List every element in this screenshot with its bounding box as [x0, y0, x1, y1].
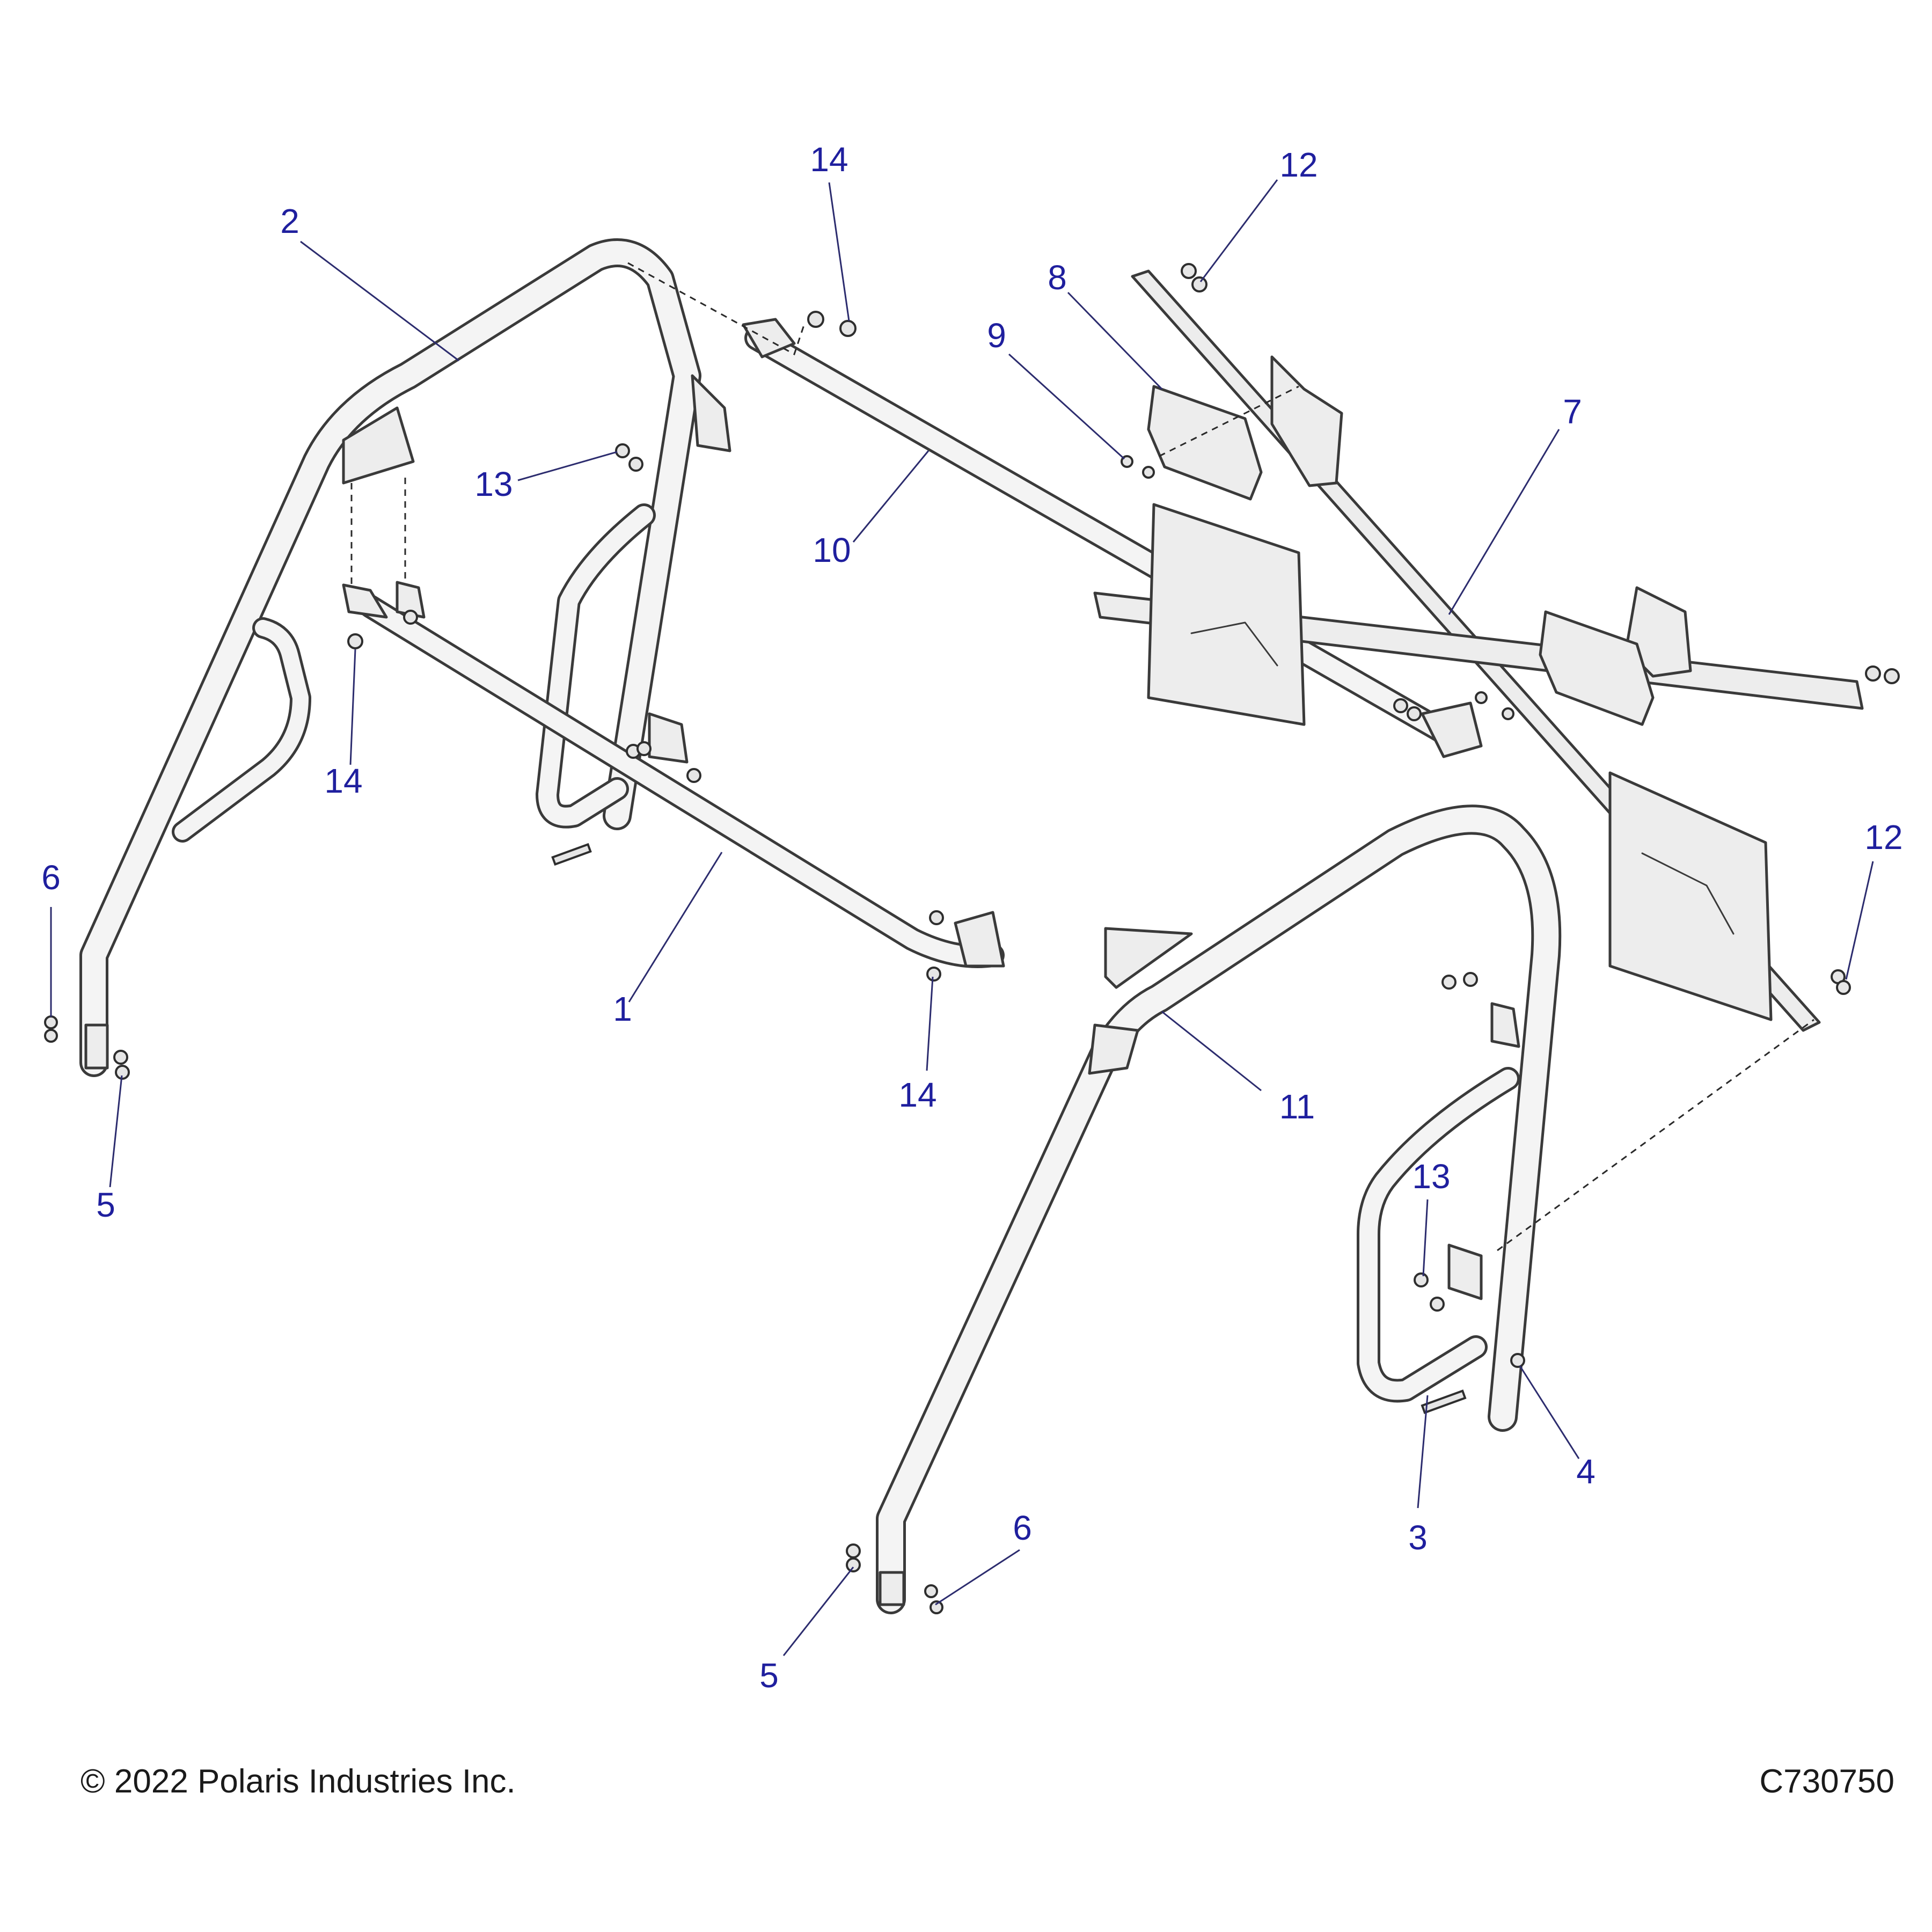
bolt-13-right-upper	[1441, 975, 1457, 990]
callout-14-top: 14	[810, 140, 848, 179]
callout-10: 10	[813, 531, 851, 569]
fasteners	[44, 263, 1900, 1614]
callout-8: 8	[1048, 258, 1067, 297]
bolt-14-top	[807, 311, 824, 328]
part-1-lower-cross-tube	[342, 581, 1005, 968]
bolt-6-right	[924, 1584, 938, 1598]
bolt-3-left	[551, 843, 592, 866]
bolt-13-left	[615, 443, 630, 458]
rear-panel-plate-right	[1608, 771, 1773, 1021]
alignment-lines	[350, 262, 1814, 1252]
part-10-rear-cross-tube	[742, 318, 1483, 758]
callout-12-right: 12	[1864, 818, 1902, 857]
callout-13-right: 13	[1412, 1157, 1450, 1196]
leader-lines	[50, 179, 1874, 1656]
callout-13-left: 13	[474, 465, 513, 503]
bolt-3-right	[1421, 1389, 1467, 1414]
callout-5-right: 5	[759, 1656, 779, 1695]
callout-11: 11	[1279, 1087, 1315, 1126]
callout-6-right: 6	[1013, 1509, 1032, 1547]
callout-3: 3	[1408, 1518, 1428, 1557]
nut-5-left	[113, 1050, 128, 1065]
callout-7: 7	[1563, 392, 1582, 431]
drawing-number: C730750	[1759, 1763, 1894, 1800]
part-8-badge	[1147, 385, 1655, 726]
nut-4	[1510, 1353, 1525, 1368]
callout-14-right: 14	[898, 1075, 936, 1114]
part-11-right-cage-side	[876, 804, 1562, 1614]
nut-5-right	[846, 1543, 861, 1558]
callout-5-left: 5	[96, 1185, 115, 1224]
callout-12-top: 12	[1279, 145, 1318, 184]
callout-14-left: 14	[324, 762, 362, 800]
callouts: 1 2 3 4 5 5 6 6 7 8 9 10 11 12 12 13 13 …	[41, 140, 1902, 1695]
bolt-6-left	[44, 1015, 58, 1029]
callout-1: 1	[613, 990, 632, 1028]
bolt-14-left	[347, 633, 363, 649]
callout-2: 2	[280, 202, 299, 240]
nut-12-right	[1865, 665, 1881, 682]
bolt-13-right-lower	[1414, 1272, 1429, 1287]
rear-panel-plate-left	[1147, 503, 1306, 726]
callout-4: 4	[1576, 1452, 1596, 1491]
part-7-rear-panel-frame	[1093, 269, 1864, 1032]
nut-12-top	[1181, 263, 1197, 279]
copyright-notice: © 2022 Polaris Industries Inc.	[80, 1763, 516, 1800]
part-2-left-cage-side	[79, 238, 731, 1077]
callout-9: 9	[987, 316, 1006, 355]
callout-6-left: 6	[41, 858, 61, 897]
bolt-14-right	[929, 910, 944, 925]
